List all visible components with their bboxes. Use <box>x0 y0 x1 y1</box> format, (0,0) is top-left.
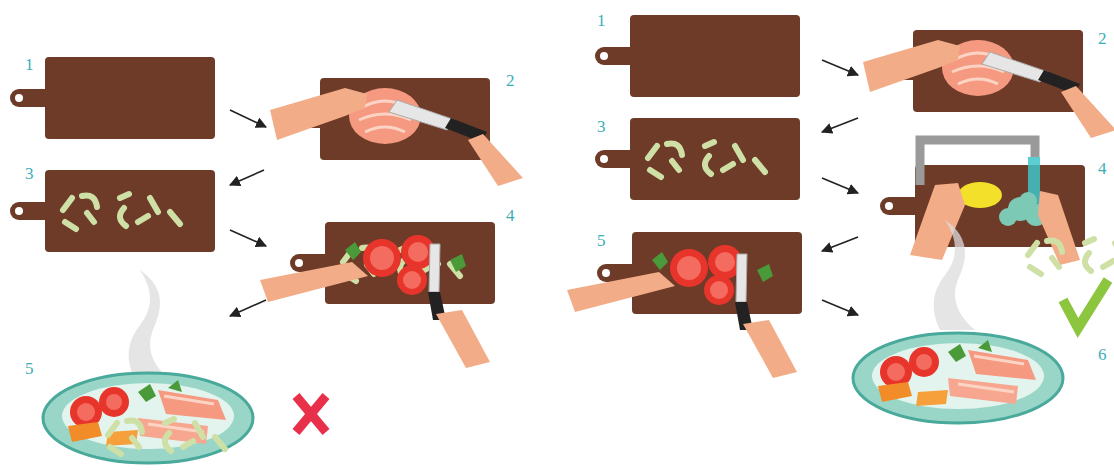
steam <box>934 220 975 330</box>
callout-number: 2 <box>506 72 515 89</box>
cutting-board <box>595 15 800 97</box>
callout-number: 4 <box>1098 160 1107 177</box>
cutting-board <box>10 170 215 252</box>
cutting-tomato <box>567 245 797 378</box>
cutting-salmon <box>270 88 523 186</box>
washing-board <box>880 140 1114 274</box>
steam <box>129 270 170 380</box>
cutting-salmon <box>863 40 1114 138</box>
callout-number: 1 <box>25 56 34 73</box>
callout-number: 3 <box>25 165 34 182</box>
callout-number: 1 <box>597 12 606 29</box>
vegetable-scraps <box>108 419 225 454</box>
step-arrows <box>822 60 858 315</box>
callout-number: 2 <box>1098 30 1107 47</box>
vegetable-scraps <box>1028 239 1114 274</box>
cutting-board <box>595 118 800 200</box>
callout-number: 5 <box>25 360 34 377</box>
plate-of-food <box>43 373 253 463</box>
vegetable-scraps <box>648 142 765 177</box>
cutting-board <box>10 57 215 139</box>
vegetable-scraps <box>63 194 180 229</box>
callout-number: 3 <box>597 118 606 135</box>
wrong-mark <box>296 396 326 432</box>
step-arrows <box>230 110 266 316</box>
cutting-tomato <box>260 235 490 368</box>
plate-of-food <box>853 333 1063 423</box>
callout-number: 4 <box>506 207 515 224</box>
callout-number: 6 <box>1098 346 1107 363</box>
right-sequence <box>567 15 1114 423</box>
correct-mark <box>1063 280 1108 328</box>
callout-number: 5 <box>597 232 606 249</box>
faucet <box>920 140 1035 185</box>
hand <box>1038 191 1080 265</box>
wrong-sequence <box>10 57 523 463</box>
